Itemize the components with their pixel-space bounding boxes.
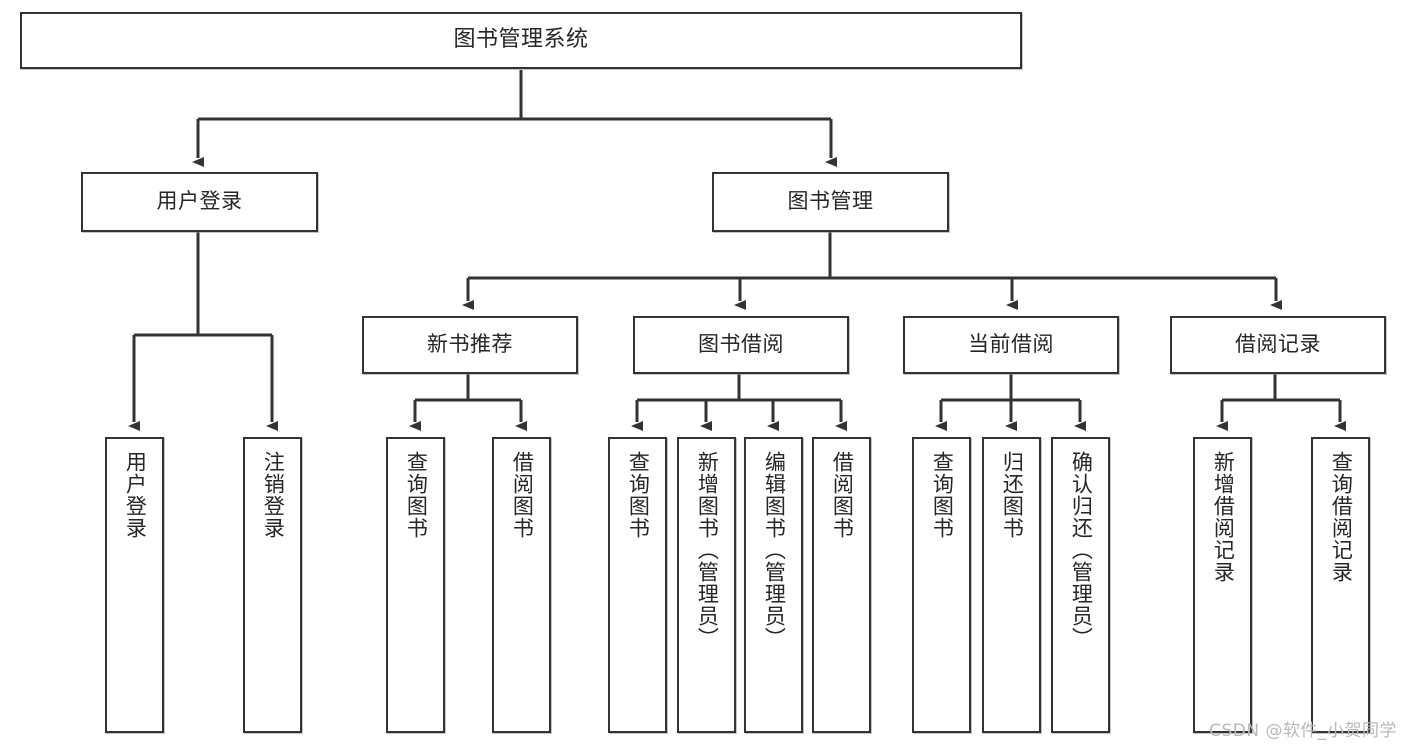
node-label: 查询图书 bbox=[930, 451, 955, 539]
leaf-book-borrow-add-book-admin[interactable]: 新增图书（管理员） bbox=[677, 437, 736, 733]
node-book-borrow[interactable]: 图书借阅 bbox=[633, 316, 849, 374]
node-label: 新增图书（管理员） bbox=[695, 451, 720, 649]
leaf-book-borrow-borrow-book[interactable]: 借阅图书 bbox=[812, 437, 871, 733]
node-root-book-management-system[interactable]: 图书管理系统 bbox=[20, 12, 1022, 69]
node-new-book-recommend[interactable]: 新书推荐 bbox=[362, 316, 578, 374]
node-borrow-record[interactable]: 借阅记录 bbox=[1170, 316, 1386, 374]
node-label: 新书推荐 bbox=[427, 332, 513, 357]
node-user-login[interactable]: 用户登录 bbox=[81, 172, 318, 232]
leaf-new-book-query-book[interactable]: 查询图书 bbox=[386, 437, 445, 733]
node-label: 新增借阅记录 bbox=[1211, 451, 1236, 583]
node-label: 图书管理系统 bbox=[453, 27, 589, 53]
node-label: 借阅记录 bbox=[1235, 332, 1321, 357]
leaf-new-book-borrow-book[interactable]: 借阅图书 bbox=[492, 437, 551, 733]
node-label: 查询图书 bbox=[626, 451, 651, 539]
node-label: 确认归还（管理员） bbox=[1069, 451, 1094, 649]
node-label: 用户登录 bbox=[156, 189, 243, 214]
node-label: 注销登录 bbox=[261, 451, 286, 539]
node-label: 借阅图书 bbox=[830, 451, 855, 539]
node-label: 当前借阅 bbox=[968, 332, 1054, 357]
leaf-user-login-logout[interactable]: 注销登录 bbox=[243, 437, 302, 733]
leaf-current-borrow-confirm-return-admin[interactable]: 确认归还（管理员） bbox=[1051, 437, 1110, 733]
node-label: 查询图书 bbox=[404, 451, 429, 539]
node-label: 图书借阅 bbox=[698, 332, 784, 357]
leaf-borrow-record-query-record[interactable]: 查询借阅记录 bbox=[1311, 437, 1370, 733]
node-label: 查询借阅记录 bbox=[1329, 451, 1354, 583]
node-label: 编辑图书（管理员） bbox=[762, 451, 787, 649]
leaf-book-borrow-edit-book-admin[interactable]: 编辑图书（管理员） bbox=[744, 437, 803, 733]
leaf-book-borrow-query-book[interactable]: 查询图书 bbox=[608, 437, 667, 733]
node-current-borrow[interactable]: 当前借阅 bbox=[903, 316, 1119, 374]
node-book-management[interactable]: 图书管理 bbox=[712, 172, 949, 232]
leaf-current-borrow-query-book[interactable]: 查询图书 bbox=[912, 437, 971, 733]
node-label: 图书管理 bbox=[787, 189, 874, 214]
watermark-text: CSDN @软件_小贺同学 bbox=[1209, 721, 1397, 741]
node-label: 用户登录 bbox=[123, 451, 148, 539]
leaf-current-borrow-return-book[interactable]: 归还图书 bbox=[982, 437, 1041, 733]
node-label: 借阅图书 bbox=[510, 451, 535, 539]
leaf-user-login-login[interactable]: 用户登录 bbox=[105, 437, 164, 733]
node-label: 归还图书 bbox=[1000, 451, 1025, 539]
leaf-borrow-record-add-record[interactable]: 新增借阅记录 bbox=[1193, 437, 1252, 733]
